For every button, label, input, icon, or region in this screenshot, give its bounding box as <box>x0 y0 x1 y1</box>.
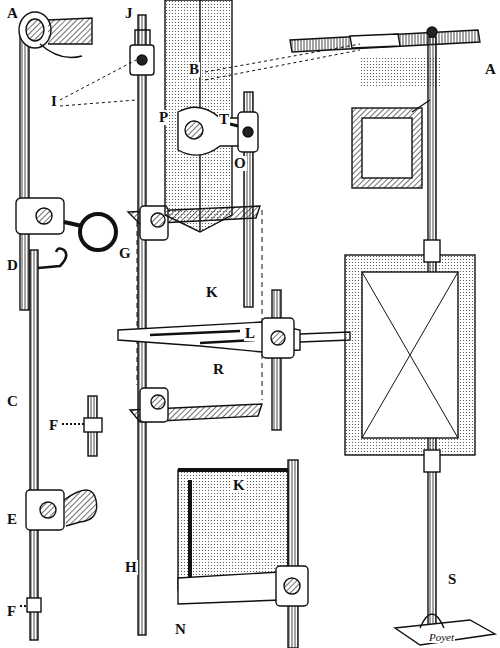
part-letter: O <box>233 156 247 171</box>
rod-b <box>205 30 480 88</box>
part-letter: K <box>232 478 246 493</box>
part-letter: A <box>484 62 497 77</box>
part-letter: J <box>124 6 134 21</box>
signature: Poyet <box>428 632 455 643</box>
part-letter: G <box>118 246 132 261</box>
board-clamp-p <box>165 0 258 307</box>
part-letter: T <box>218 112 230 127</box>
part-letter: C <box>6 394 19 409</box>
arm-r <box>118 290 350 430</box>
part-letter: R <box>212 362 225 377</box>
rod-hook-d <box>20 248 102 640</box>
part-letter: F <box>6 604 17 619</box>
part-letter: A <box>6 6 19 21</box>
part-letter: N <box>174 622 187 637</box>
part-letter: F <box>48 418 59 433</box>
part-letter: L <box>244 326 256 341</box>
part-letter: S <box>447 572 457 587</box>
frame-clamp-n <box>178 460 308 648</box>
part-letter: B <box>188 62 200 77</box>
part-letter: E <box>6 512 18 527</box>
part-letter: H <box>124 560 138 575</box>
part-letter: I <box>50 94 58 109</box>
part-letter: D <box>6 258 19 273</box>
stand-s <box>345 27 495 645</box>
part-letter: P <box>158 110 169 125</box>
part-letter: K <box>205 285 219 300</box>
